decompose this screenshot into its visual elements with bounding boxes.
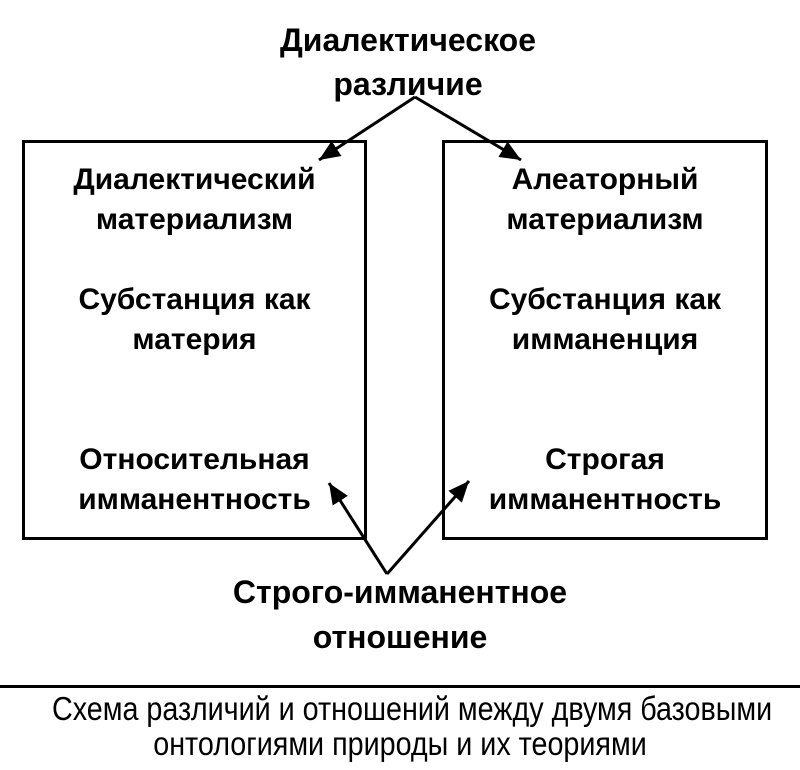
caption-line-1: Схема различий и отношений между двумя б… — [52, 690, 773, 727]
top-label-line-1: Диалектическое — [279, 22, 536, 58]
bottom-label: Строго-имманентное отношение — [150, 570, 650, 660]
left-box-substance-line-1: Субстанция как — [78, 283, 311, 316]
figure-caption: Схема различий и отношений между двумя б… — [0, 685, 800, 761]
left-box-immanence-line-2: имманентность — [78, 483, 311, 516]
right-box-section-immanence: Строгая имманентность — [445, 440, 765, 520]
top-label: Диалектическое различие — [158, 18, 658, 106]
left-box-title-line-1: Диалектический — [73, 163, 316, 196]
right-box-section-substance: Субстанция как имманенция — [445, 280, 765, 360]
bottom-label-line-1: Строго-имманентное — [232, 574, 568, 610]
right-box-title-line-1: Алеаторный — [511, 163, 699, 196]
right-box-title-line-2: материализм — [506, 203, 704, 236]
right-box-immanence-line-2: имманентность — [488, 483, 722, 516]
bottom-label-line-2: отношение — [312, 619, 488, 655]
right-box-content: Алеаторный материализм Субстанция как им… — [445, 143, 765, 520]
left-box-immanence-line-1: Относительная — [79, 443, 310, 476]
right-box-immanence-line-1: Строгая — [545, 443, 665, 476]
right-box-substance-line-2: имманенция — [511, 323, 699, 356]
top-label-line-2: различие — [333, 66, 483, 102]
left-box-substance-line-2: материя — [132, 323, 257, 356]
left-box-section-immanence: Относительная имманентность — [25, 440, 364, 520]
right-box-section-title: Алеаторный материализм — [445, 160, 765, 240]
left-box-content: Диалектический материализм Субстанция ка… — [25, 143, 364, 520]
left-box-section-title: Диалектический материализм — [25, 160, 364, 240]
caption-line-2: онтологиями природы и их теориями — [153, 725, 647, 762]
right-box: Алеаторный материализм Субстанция как им… — [442, 140, 768, 540]
right-box-substance-line-1: Субстанция как — [488, 283, 722, 316]
left-box: Диалектический материализм Субстанция ка… — [22, 140, 367, 540]
left-box-title-line-2: материализм — [95, 203, 294, 236]
left-box-section-substance: Субстанция как материя — [25, 280, 364, 360]
